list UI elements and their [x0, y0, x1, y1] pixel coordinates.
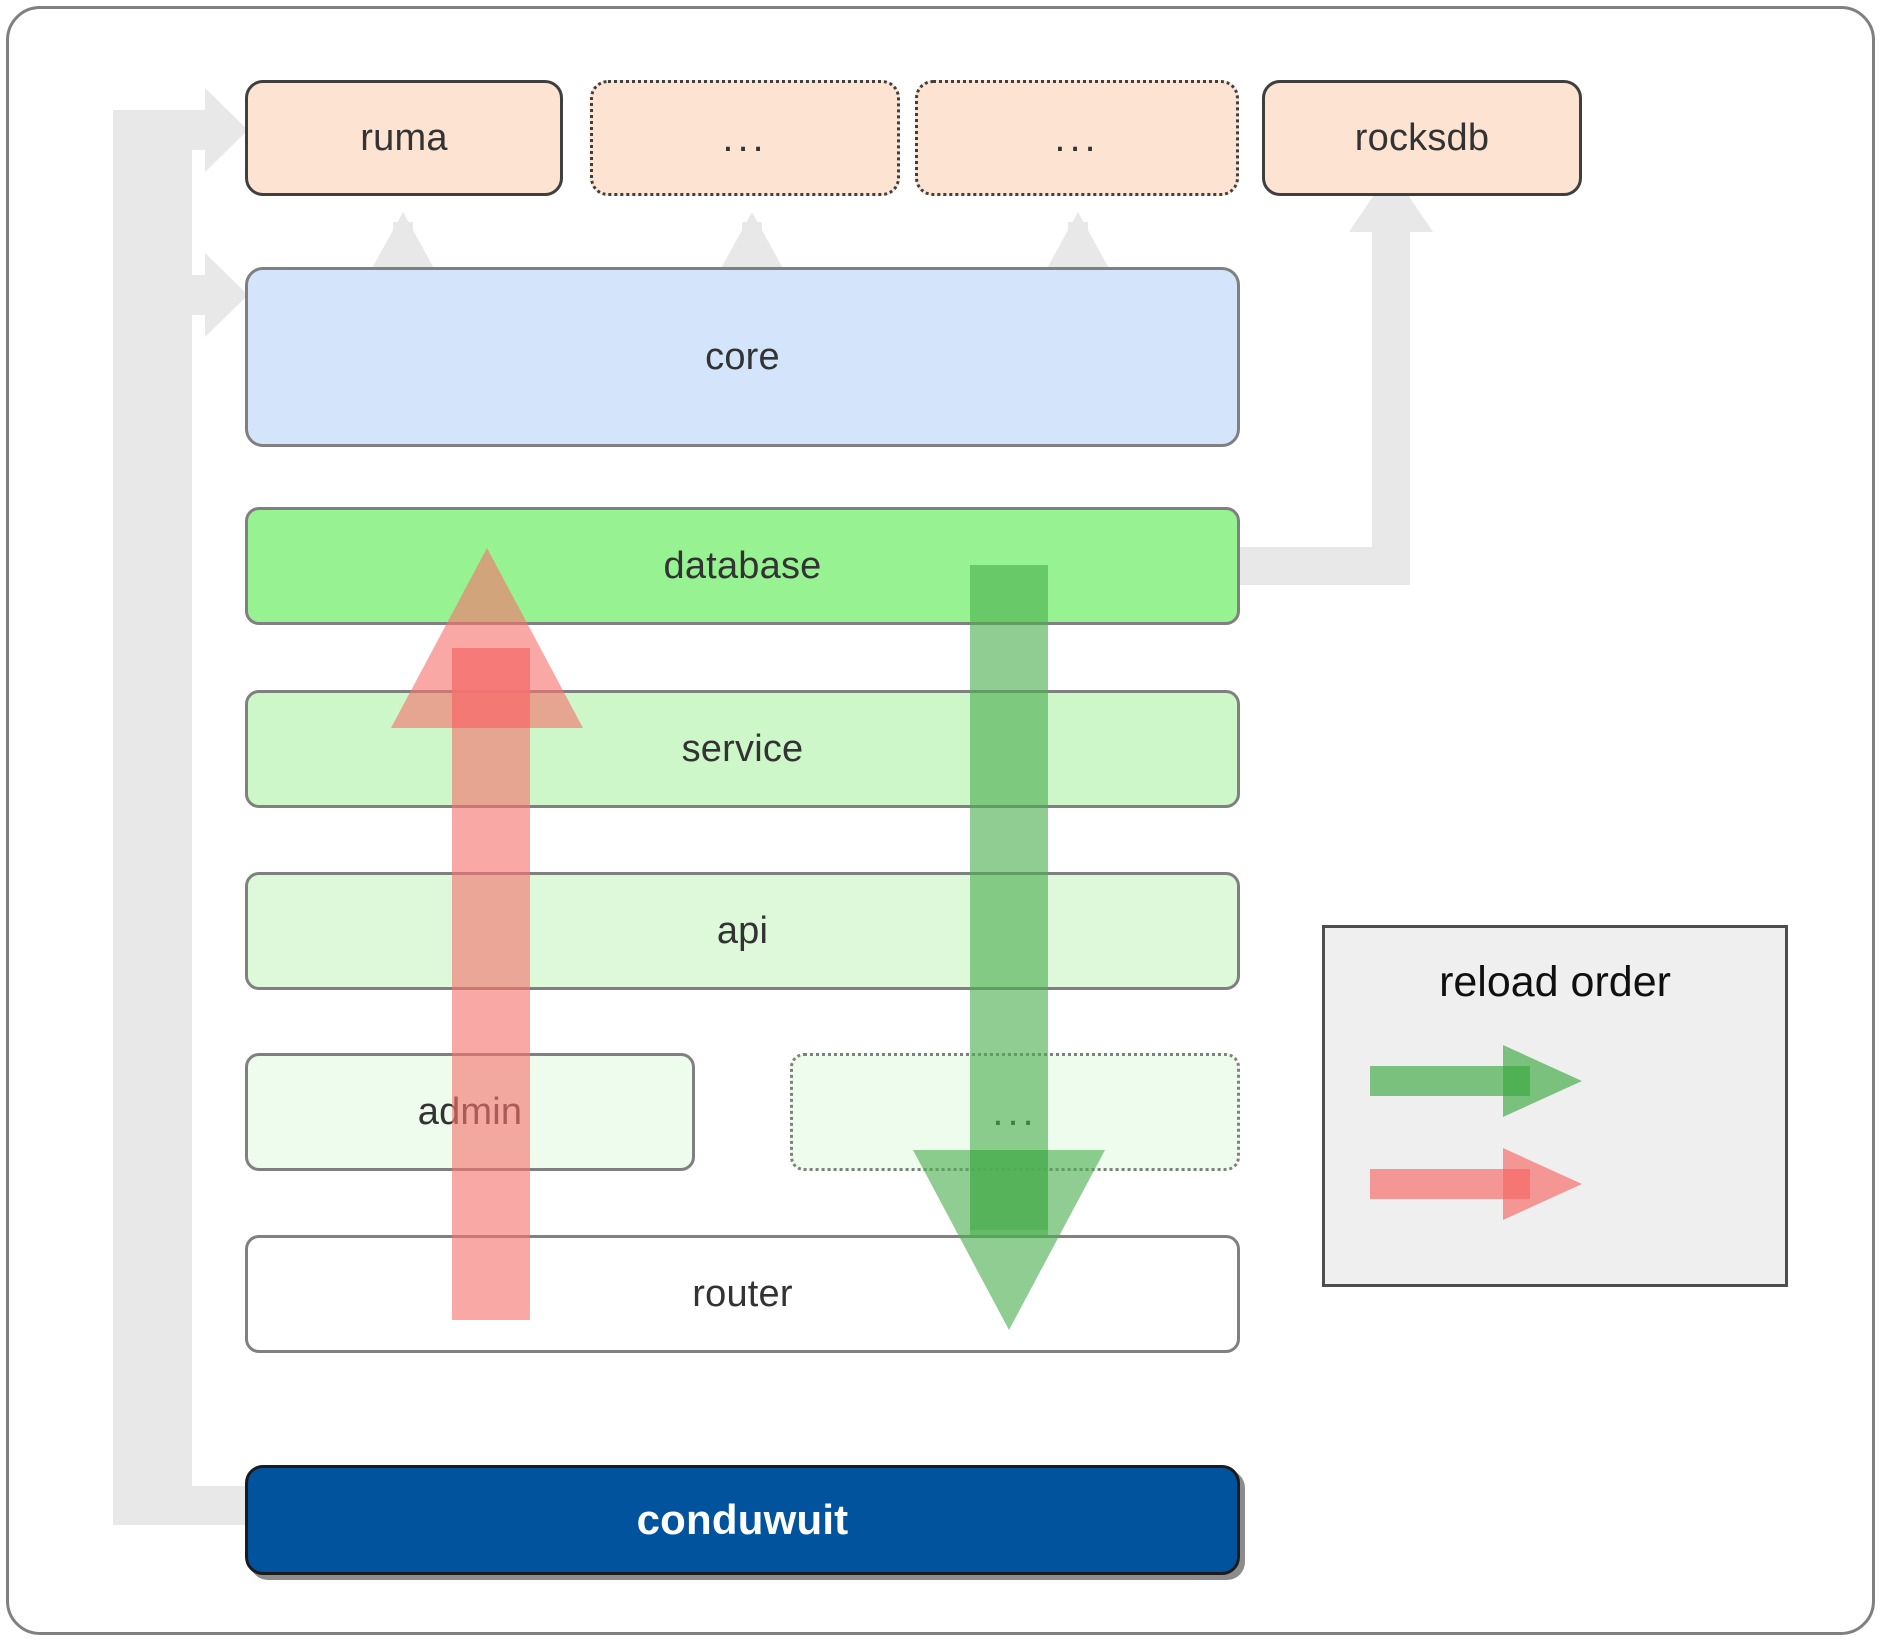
dependency-box-rocksdb[interactable]: rocksdb	[1262, 80, 1582, 196]
app-box-conduwuit[interactable]: conduwuit	[245, 1465, 1240, 1575]
legend-panel: reload order	[1322, 925, 1788, 1287]
dependency-label-ellipsis-2: ...	[1054, 115, 1100, 160]
layer-box-admin[interactable]: admin	[245, 1053, 695, 1171]
dependency-label-rocksdb: rocksdb	[1354, 116, 1490, 159]
layer-box-api[interactable]: api	[245, 872, 1240, 990]
layer-box-ellipsis[interactable]: ...	[790, 1053, 1240, 1171]
layer-label-api: api	[716, 909, 769, 952]
layer-box-service[interactable]: service	[245, 690, 1240, 808]
dependency-label-ellipsis-1: ...	[722, 115, 768, 160]
layer-label-ellipsis: ...	[992, 1089, 1038, 1134]
layer-box-database[interactable]: database	[245, 507, 1240, 625]
diagram-frame	[6, 6, 1875, 1635]
dependency-box-ellipsis-2[interactable]: ...	[915, 80, 1239, 196]
layer-label-service: service	[681, 727, 804, 770]
layer-label-admin: admin	[417, 1090, 523, 1133]
legend-title: reload order	[1439, 958, 1671, 1006]
layer-label-core: core	[705, 335, 780, 378]
layer-box-core[interactable]: core	[245, 267, 1240, 447]
layer-label-router: router	[692, 1272, 793, 1315]
dependency-label-ruma: ruma	[360, 116, 448, 159]
app-label-conduwuit: conduwuit	[636, 1496, 849, 1543]
dependency-box-ellipsis-1[interactable]: ...	[590, 80, 900, 196]
layer-box-router[interactable]: router	[245, 1235, 1240, 1353]
layer-label-database: database	[663, 544, 822, 587]
dependency-box-ruma[interactable]: ruma	[245, 80, 563, 196]
